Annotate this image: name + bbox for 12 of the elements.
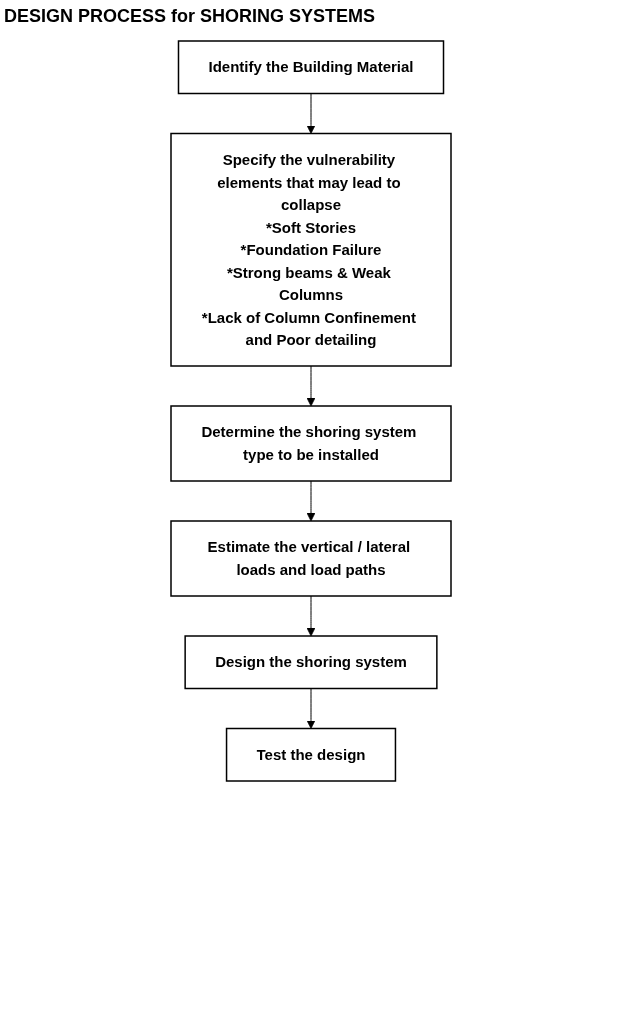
node-box: Estimate the vertical / lateral loads and load paths [170, 520, 452, 597]
arrow [306, 688, 316, 729]
node-box: Design the shoring system [184, 635, 438, 690]
arrow [306, 480, 316, 522]
node-box: Identify the Building Material [177, 40, 445, 95]
arrow [306, 595, 316, 637]
diagram-title: DESIGN PROCESS for SHORING SYSTEMS [3, 5, 377, 28]
node-box: Test the design [225, 727, 397, 782]
arrow [306, 93, 316, 134]
arrow [306, 365, 316, 407]
node-box: Determine the shoring system type to be installed [170, 405, 452, 482]
node-box: Specify the vulnerability elements that may lead to collapse *Soft Stories *Foundation Failure *Strong beams & Weak Columns *Lack of Column Confinement and Poor detailing [170, 132, 452, 367]
